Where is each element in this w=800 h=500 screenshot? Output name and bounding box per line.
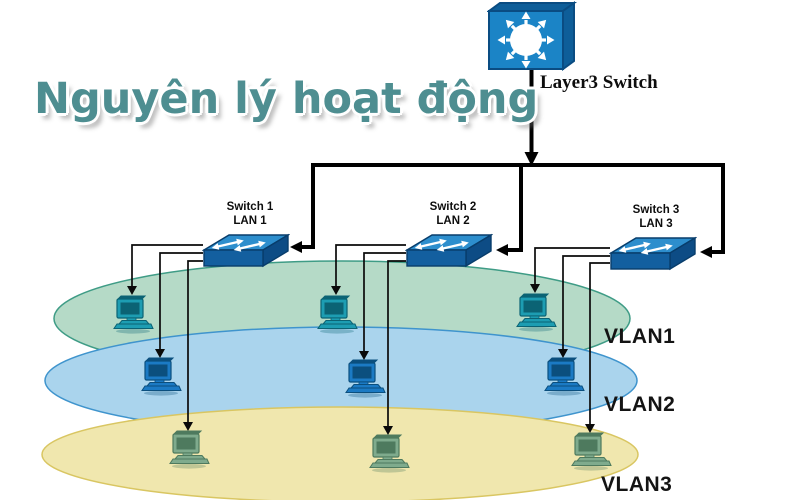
switch3-lan: LAN 3 bbox=[639, 217, 673, 230]
switch3-name: Switch 3 bbox=[632, 204, 680, 216]
trunk-lines bbox=[302, 68, 725, 254]
vlan1-label: VLAN1 bbox=[604, 325, 676, 348]
vlan-ellipses bbox=[41, 260, 639, 500]
layer3-switch-icon bbox=[487, 1, 578, 71]
vlan2-label: VLAN2 bbox=[604, 393, 676, 416]
trunk-arrowheads bbox=[290, 152, 712, 258]
switch1-icon bbox=[202, 232, 290, 268]
vlan3-label: VLAN3 bbox=[601, 473, 673, 496]
switch1-name: Switch 1 bbox=[226, 201, 274, 213]
computer-icon-switch-1-vlan3 bbox=[169, 430, 210, 469]
computer-icon-switch-1-vlan2 bbox=[141, 357, 182, 396]
vlan3-ellipse bbox=[41, 406, 639, 500]
switch2-label: Switch 2 LAN 2 bbox=[403, 201, 503, 228]
computer-icon-switch-2-vlan3 bbox=[369, 434, 410, 473]
computer-icon-switch-3-vlan1 bbox=[516, 293, 557, 332]
page-title: Nguyên lý hoạt động bbox=[34, 74, 539, 124]
computer-icon-switch-3-vlan2 bbox=[544, 357, 585, 396]
computer-icon-switch-1-vlan1 bbox=[113, 295, 154, 334]
computer-icon-switch-3-vlan3 bbox=[571, 432, 612, 471]
switch3-icon bbox=[609, 235, 697, 271]
switch2-lan: LAN 2 bbox=[436, 214, 470, 227]
layer3-switch-label: Layer3 Switch bbox=[540, 72, 658, 93]
switch2-name: Switch 2 bbox=[429, 201, 477, 213]
access-arrowheads bbox=[127, 284, 595, 435]
switch1-lan: LAN 1 bbox=[233, 214, 267, 227]
switch2-icon bbox=[405, 232, 493, 268]
switch1-label: Switch 1 LAN 1 bbox=[200, 201, 300, 228]
switch3-label: Switch 3 LAN 3 bbox=[606, 204, 706, 231]
computer-icon-switch-2-vlan1 bbox=[317, 295, 358, 334]
access-lines bbox=[131, 244, 610, 427]
computer-icon-switch-2-vlan2 bbox=[345, 359, 386, 398]
